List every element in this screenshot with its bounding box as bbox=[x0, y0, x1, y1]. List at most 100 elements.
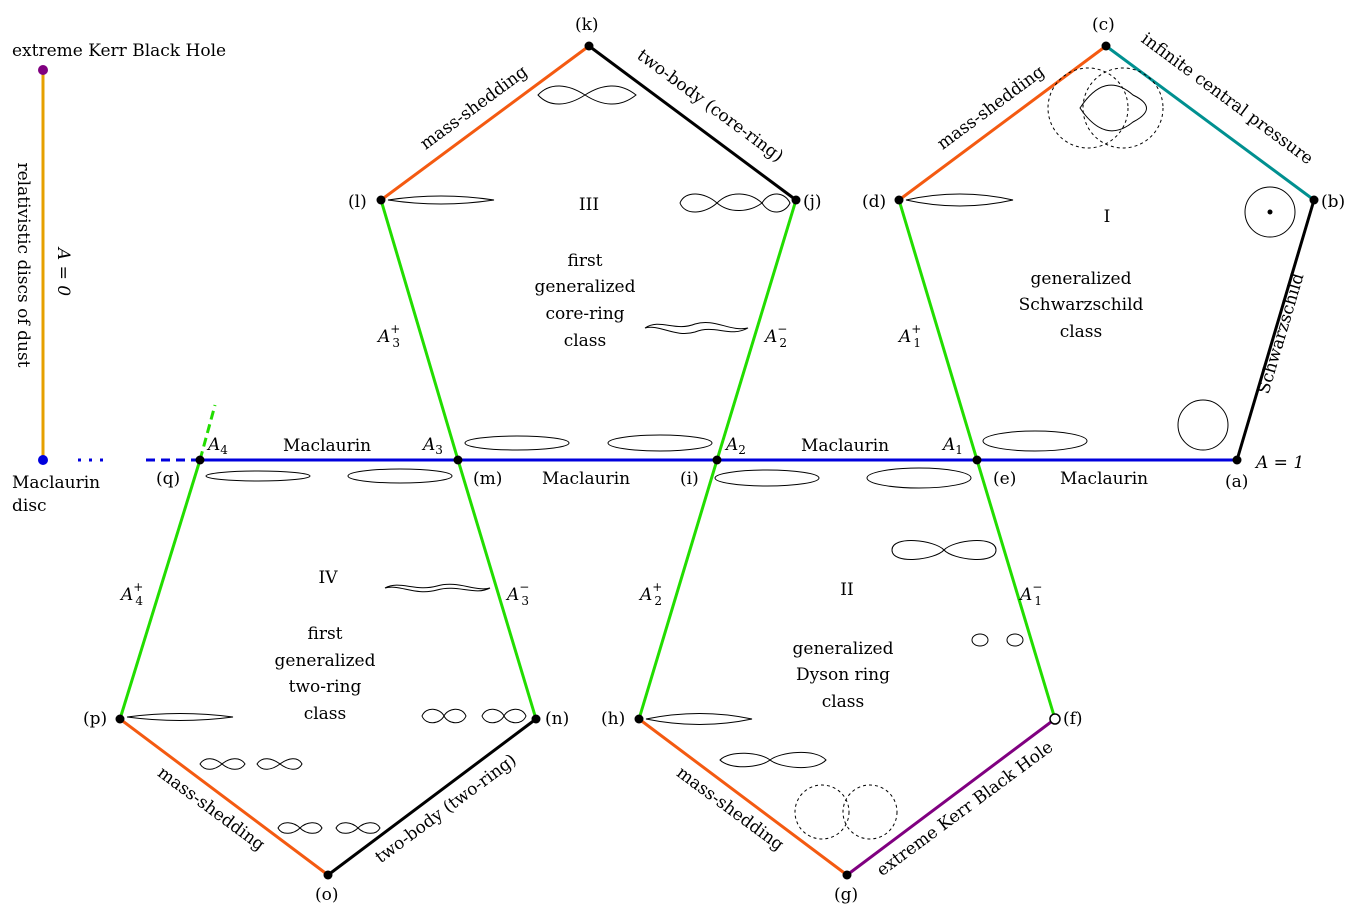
oblate-ii-2-icon bbox=[866, 467, 972, 489]
pinched-g-icon bbox=[719, 751, 827, 769]
region-i: I generalized Schwarzschild class bbox=[1019, 207, 1144, 342]
schwarzschild-label: Schwarzschild bbox=[1254, 271, 1309, 396]
branch-a1-minus bbox=[975, 459, 1057, 720]
point-label-m: (m) bbox=[473, 469, 502, 489]
label-a3: A3 bbox=[421, 435, 443, 457]
maclaurin-disc-endpoint bbox=[38, 455, 48, 465]
vertex-i bbox=[712, 455, 722, 465]
central-point-icon bbox=[1267, 209, 1273, 215]
pinched-k-icon bbox=[537, 85, 637, 105]
maclaurin-label-1: Maclaurin bbox=[283, 436, 371, 456]
spindle-p-icon bbox=[126, 713, 234, 721]
two-body-two-ring-label: two-body (two-ring) bbox=[372, 750, 521, 867]
extreme-kerr-top-label: extreme Kerr Black Hole bbox=[12, 41, 226, 61]
region-iv-line-2: generalized bbox=[275, 651, 376, 671]
region-ii-numeral: II bbox=[840, 580, 853, 600]
sphere-shape-icon bbox=[1177, 399, 1229, 451]
branch-a3-minus bbox=[456, 459, 538, 720]
point-label-e: (e) bbox=[993, 469, 1016, 489]
two-ring-o-2-icon bbox=[335, 822, 381, 834]
point-label-n: (n) bbox=[545, 709, 569, 729]
region-i-line-3: class bbox=[1060, 322, 1103, 342]
point-label-k: (k) bbox=[575, 15, 599, 35]
spindle-l-icon bbox=[387, 195, 495, 205]
point-label-d: (d) bbox=[862, 192, 886, 212]
vertex-l bbox=[376, 195, 386, 205]
branch-a2-plus bbox=[637, 459, 719, 720]
vertex-g bbox=[842, 870, 852, 880]
branch-a3-plus bbox=[379, 199, 460, 461]
label-a4: A4 bbox=[206, 435, 228, 457]
region-iii-line-3: core-ring bbox=[545, 304, 624, 324]
two-body-core-ring-label: two-body (core-ring) bbox=[633, 45, 787, 166]
spindle-h-icon bbox=[645, 713, 753, 725]
two-ring-iv-2-icon bbox=[256, 758, 303, 770]
point-label-i: (i) bbox=[680, 469, 699, 489]
dashed-circle-left-icon bbox=[1047, 67, 1129, 149]
extreme-kerr-branch bbox=[846, 717, 1056, 877]
label-a1-minus: A−1 bbox=[1018, 580, 1042, 608]
shape-icons bbox=[126, 67, 1296, 840]
vertex-b bbox=[1309, 195, 1319, 205]
vertex-o bbox=[323, 870, 333, 880]
vertex-c bbox=[1101, 41, 1111, 51]
region-i-line-2: Schwarzschild bbox=[1019, 295, 1144, 315]
ring-right-icon bbox=[1006, 633, 1024, 647]
region-i-line-1: generalized bbox=[1031, 269, 1132, 289]
mass-shedding-label-kl: mass-shedding bbox=[417, 62, 532, 154]
region-iv-line-3: two-ring bbox=[289, 677, 362, 697]
two-ring-o-1-icon bbox=[277, 822, 323, 834]
oblate-iii-1-icon bbox=[464, 435, 570, 451]
point-label-j: (j) bbox=[803, 192, 822, 212]
pinched-ii-icon bbox=[891, 540, 997, 560]
point-label-b: (b) bbox=[1321, 192, 1345, 212]
mass-shedding-branch-gh bbox=[638, 717, 848, 877]
extreme-kerr-label: extreme Kerr Black Hole bbox=[873, 737, 1057, 880]
maclaurin-disc-label-2: disc bbox=[12, 496, 47, 516]
oblate-iv-1-icon bbox=[205, 470, 311, 482]
point-label-p: (p) bbox=[83, 709, 107, 729]
mass-shedding-branch-kl bbox=[380, 44, 590, 202]
oblate-iv-2-icon bbox=[347, 468, 453, 484]
label-a2-plus: A+2 bbox=[638, 580, 662, 608]
region-iv-numeral: IV bbox=[319, 568, 339, 588]
vertices bbox=[115, 41, 1319, 880]
label-a3-minus: A−3 bbox=[505, 580, 529, 608]
ring-left-icon bbox=[971, 633, 989, 647]
oblate-ii-1-icon bbox=[714, 469, 820, 487]
extreme-kerr-endpoint bbox=[38, 65, 48, 75]
region-ii-line-2: Dyson ring bbox=[796, 665, 890, 685]
maclaurin-disc-label-1: Maclaurin bbox=[12, 473, 100, 493]
vertex-k bbox=[584, 41, 594, 51]
a-equals-zero-label: A = 0 bbox=[53, 246, 73, 296]
schwarzschild-sphere-icon bbox=[1244, 186, 1296, 238]
two-ring-iv-1-icon bbox=[199, 758, 246, 770]
lens-shape-icon bbox=[1079, 84, 1147, 132]
vertex-n bbox=[531, 714, 541, 724]
point-label-f: (f) bbox=[1063, 709, 1083, 729]
label-a1-plus: A+1 bbox=[897, 322, 921, 350]
vertex-f bbox=[1049, 713, 1061, 725]
spindle-d-icon bbox=[905, 193, 1014, 207]
mass-shedding-label-gh: mass-shedding bbox=[672, 763, 787, 855]
region-ii: II generalized Dyson ring class bbox=[793, 580, 894, 712]
vertex-a bbox=[1232, 455, 1242, 465]
region-iv: IV first generalized two-ring class bbox=[275, 568, 376, 724]
branch-a2-minus bbox=[715, 199, 798, 461]
mass-shedding-branch-op bbox=[119, 717, 329, 877]
oblate-iii-2-icon bbox=[607, 434, 713, 452]
vertex-p bbox=[115, 714, 125, 724]
infinite-pressure-branch bbox=[1105, 44, 1315, 202]
a-equals-one-label: A = 1 bbox=[1254, 453, 1304, 473]
dashed-ring-left-icon bbox=[794, 784, 850, 840]
label-a2-minus: A−2 bbox=[763, 322, 787, 350]
oblate-e-icon bbox=[982, 430, 1088, 452]
vertex-d bbox=[894, 195, 904, 205]
label-a4-plus: A+4 bbox=[119, 580, 143, 608]
vertex-q bbox=[195, 455, 205, 465]
branch-a4-continuation bbox=[198, 404, 217, 461]
region-iii-numeral: III bbox=[579, 195, 599, 215]
wavy-iv-icon bbox=[384, 583, 491, 593]
infinite-pressure-label: infinite central pressure bbox=[1137, 29, 1317, 169]
region-iii: III first generalized core-ring class bbox=[535, 195, 636, 351]
